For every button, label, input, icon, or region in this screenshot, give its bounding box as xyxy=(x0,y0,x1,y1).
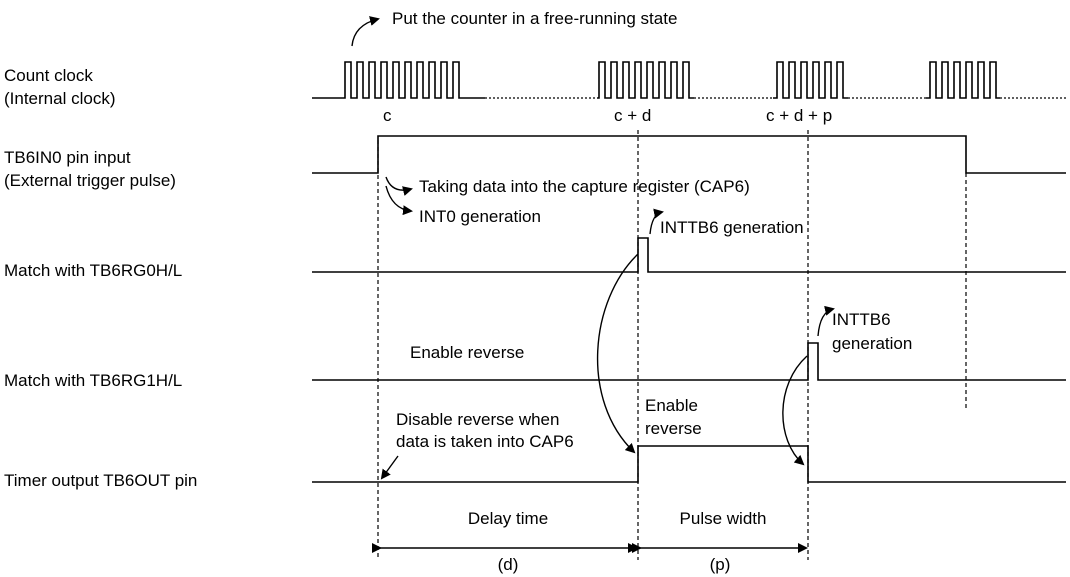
disable-reverse-note-line1: Disable reverse when xyxy=(396,410,559,429)
inttb6-b-note-line2: generation xyxy=(832,334,912,353)
count-clock-label: Count clock xyxy=(4,66,93,85)
delay-time-label: Delay time xyxy=(468,509,548,528)
output-waveform xyxy=(312,445,1066,483)
match0-waveform xyxy=(312,237,1066,273)
clock-burst-2 xyxy=(597,61,694,99)
enable-reverse-1-note: Enable reverse xyxy=(410,343,524,362)
trigger-label: TB6IN0 pin input xyxy=(4,148,131,167)
match1-label: Match with TB6RG1H/L xyxy=(4,371,182,390)
count-clock-sublabel: (Internal clock) xyxy=(4,89,115,108)
pulse-width-symbol: (p) xyxy=(710,555,731,574)
disable-reverse-arrow xyxy=(380,455,399,480)
enable-reverse-2-note-line2: reverse xyxy=(645,419,702,438)
clock-burst-1 xyxy=(312,61,485,99)
inttb6-b-note-line1: INTTB6 xyxy=(832,310,891,329)
clock-burst-4 xyxy=(926,61,1000,99)
inttb6-a-note: INTTB6 generation xyxy=(660,218,804,237)
capture-note: Taking data into the capture register (C… xyxy=(419,177,750,196)
clock-label-c: c xyxy=(383,106,392,125)
delay-time-symbol: (d) xyxy=(498,555,519,574)
match0-label: Match with TB6RG0H/L xyxy=(4,261,182,280)
inttb6-a-arrow xyxy=(649,208,664,235)
clock-label-c-plus-d-plus-p: c + d + p xyxy=(766,106,832,125)
disable-reverse-note-line2: data is taken into CAP6 xyxy=(396,432,574,451)
match0-to-output-arrow xyxy=(596,253,639,454)
trigger-sublabel: (External trigger pulse) xyxy=(4,171,176,190)
clock-burst-3 xyxy=(773,61,848,99)
match1-to-output-arrow xyxy=(782,355,808,466)
trigger-waveform xyxy=(312,135,1066,174)
free-running-arrow xyxy=(351,16,380,47)
count-clock-waveform xyxy=(312,61,1066,99)
free-running-note: Put the counter in a free-running state xyxy=(392,9,677,28)
int0-arrow xyxy=(385,185,413,216)
clock-label-c-plus-d: c + d xyxy=(614,106,651,125)
capture-arrow xyxy=(385,176,413,196)
output-label: Timer output TB6OUT pin xyxy=(4,471,197,490)
int0-note: INT0 generation xyxy=(419,207,541,226)
inttb6-b-arrow xyxy=(817,305,835,337)
pulse-width-label: Pulse width xyxy=(680,509,767,528)
enable-reverse-2-note-line1: Enable xyxy=(645,396,698,415)
match1-waveform xyxy=(312,342,1066,381)
